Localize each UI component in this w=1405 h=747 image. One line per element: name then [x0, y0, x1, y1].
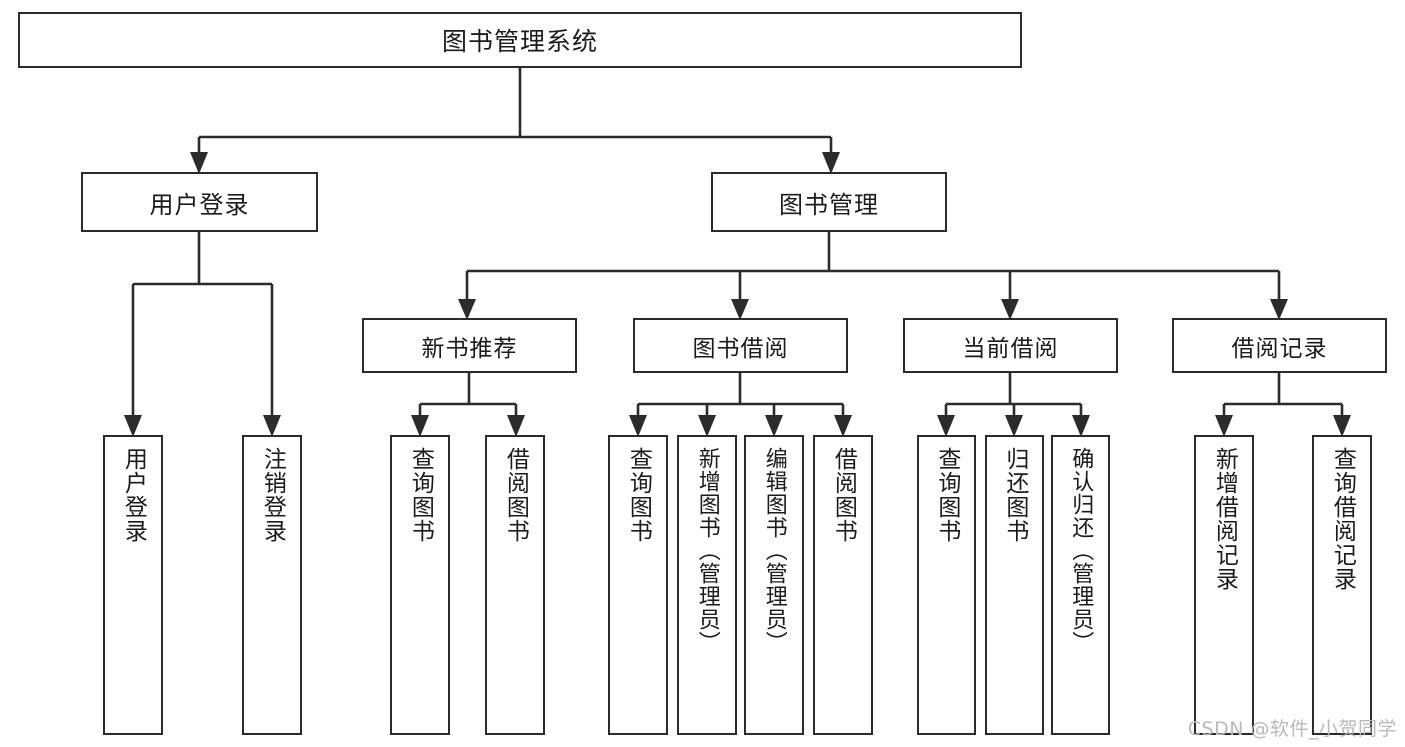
arrowhead-borrow-c3	[765, 415, 783, 437]
arrowhead-current	[1001, 299, 1019, 320]
node-current-borrow-label: 当前借阅	[962, 335, 1059, 362]
arrowhead-leaf-user-login	[124, 415, 142, 437]
leaf-query-book-borrow[interactable]: 查询图书	[608, 435, 668, 735]
node-new-book-recommend[interactable]: 新书推荐	[362, 318, 577, 373]
arrowhead-book-mgmt	[822, 152, 840, 174]
leaf-return-book[interactable]: 归还图书	[985, 435, 1044, 735]
leaf-query-book-current[interactable]: 查询图书	[917, 435, 976, 735]
node-user-login[interactable]: 用户登录	[81, 172, 318, 232]
arrowhead-records	[1270, 299, 1288, 320]
leaf-query-borrow-record-label: 查询借阅记录	[1329, 447, 1356, 591]
node-book-management[interactable]: 图书管理	[711, 172, 947, 232]
arrowhead-current-c2	[1005, 415, 1023, 437]
leaf-query-borrow-record[interactable]: 查询借阅记录	[1312, 435, 1372, 735]
node-book-management-label: 图书管理	[779, 190, 879, 219]
leaf-query-book-recommend-label: 查询图书	[407, 447, 434, 543]
leaf-return-book-label: 归还图书	[1001, 447, 1028, 543]
leaf-confirm-return-admin[interactable]: 确认归还（管理员）	[1051, 435, 1110, 735]
leaf-borrow-book-recommend-label: 借阅图书	[502, 447, 529, 543]
leaf-query-book-current-label: 查询图书	[933, 447, 960, 543]
leaf-borrow-book-label: 借阅图书	[830, 447, 857, 543]
leaf-query-book-recommend[interactable]: 查询图书	[390, 435, 450, 735]
arrowhead-current-c1	[937, 415, 955, 437]
leaf-add-book-admin-label: 新增图书（管理员）	[694, 447, 720, 654]
leaf-confirm-return-admin-label: 确认归还（管理员）	[1068, 447, 1094, 654]
arrowhead-borrow-c2	[698, 415, 716, 437]
leaf-logout[interactable]: 注销登录	[242, 435, 302, 735]
arrowhead-newbook-c2	[507, 415, 525, 437]
node-borrow-records-label: 借阅记录	[1231, 335, 1328, 362]
arrowhead-records-c2	[1333, 415, 1351, 437]
leaf-add-borrow-record[interactable]: 新增借阅记录	[1194, 435, 1254, 735]
node-user-login-label: 用户登录	[149, 190, 250, 219]
arrowhead-current-c3	[1072, 415, 1090, 437]
watermark-text: CSDN @软件_小贺同学	[1187, 718, 1397, 740]
leaf-edit-book-admin-label: 编辑图书（管理员）	[761, 447, 787, 654]
arrowhead-newbook	[458, 299, 476, 320]
node-new-book-recommend-label: 新书推荐	[421, 335, 518, 362]
node-current-borrow[interactable]: 当前借阅	[903, 318, 1118, 373]
arrowhead-leaf-logout	[263, 415, 281, 437]
leaf-query-book-borrow-label: 查询图书	[625, 447, 652, 543]
arrowhead-records-c1	[1215, 415, 1233, 437]
arrowhead-borrow	[731, 299, 749, 320]
node-borrow-records[interactable]: 借阅记录	[1172, 318, 1387, 373]
leaf-logout-label: 注销登录	[259, 447, 286, 543]
node-book-borrow-label: 图书借阅	[692, 335, 789, 362]
leaf-user-login[interactable]: 用户登录	[103, 435, 163, 735]
arrowhead-newbook-c1	[411, 415, 429, 437]
leaf-edit-book-admin[interactable]: 编辑图书（管理员）	[744, 435, 804, 735]
node-root-label: 图书管理系统	[441, 27, 598, 56]
leaf-add-book-admin[interactable]: 新增图书（管理员）	[677, 435, 737, 735]
arrowhead-user-login	[190, 152, 208, 174]
leaf-borrow-book[interactable]: 借阅图书	[813, 435, 873, 735]
leaf-borrow-book-recommend[interactable]: 借阅图书	[485, 435, 545, 735]
arrowhead-borrow-c4	[834, 415, 852, 437]
node-root[interactable]: 图书管理系统	[18, 12, 1022, 68]
node-book-borrow[interactable]: 图书借阅	[633, 318, 848, 373]
leaf-user-login-label: 用户登录	[120, 447, 147, 543]
arrowhead-borrow-c1	[629, 415, 647, 437]
leaf-add-borrow-record-label: 新增借阅记录	[1211, 447, 1238, 591]
